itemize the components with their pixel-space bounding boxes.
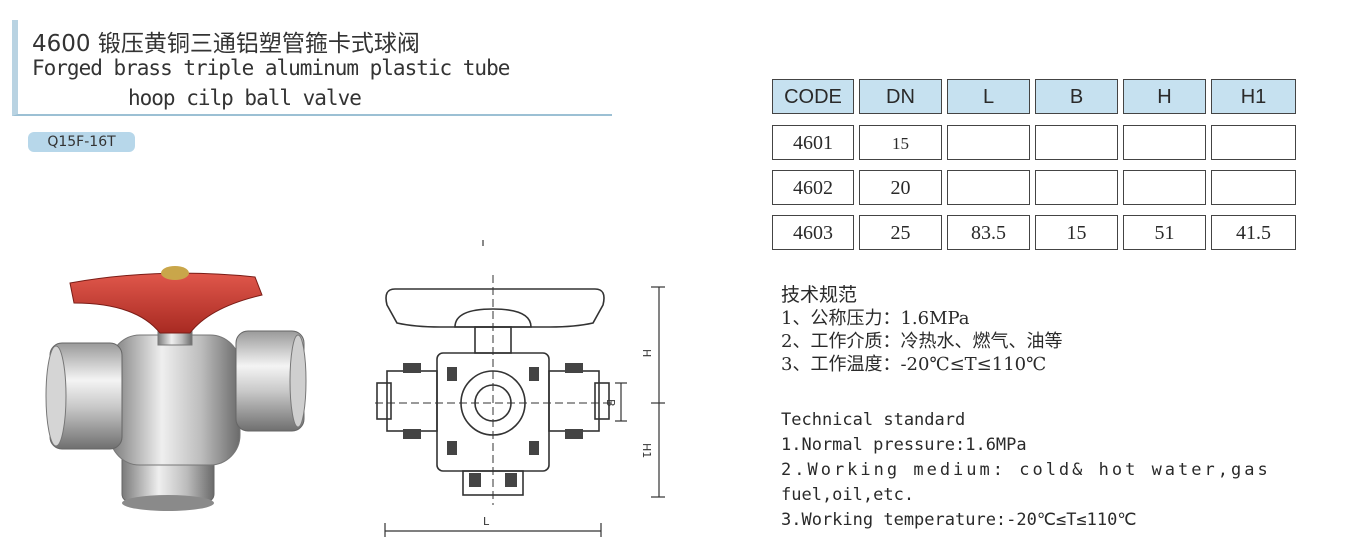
red-handle [69, 266, 263, 334]
spec-cn-item-2: 2、工作介质：冷热水、燃气、油等 [781, 331, 1063, 352]
left-nut [45, 342, 123, 450]
stray-mark [482, 240, 484, 246]
drawing-stem-cap [454, 308, 532, 328]
valve-body [109, 334, 241, 466]
row2-h [1123, 170, 1206, 205]
row2-dn: 20 [859, 170, 942, 205]
dim-label-b: B [604, 399, 617, 407]
header-h: H [1123, 79, 1206, 114]
row3-l: 83.5 [947, 215, 1030, 250]
spec-cn-heading: 技术规范 [781, 284, 858, 306]
row2-l [947, 170, 1030, 205]
drawing-left-port [386, 370, 438, 432]
header-h1: H1 [1211, 79, 1296, 114]
dim-label-l: L [483, 515, 490, 528]
drawing-right-pipe [594, 382, 610, 420]
spec-en-item-2-cont: fuel,oil,etc. [781, 485, 915, 505]
drawing-left-pipe [376, 382, 392, 420]
row2-code: 4602 [772, 170, 854, 205]
dim-label-h1: H1 [640, 443, 653, 458]
title-chinese: 4600 锻压黄铜三通铝塑管箍卡式球阀 [32, 31, 420, 57]
row3-dn: 25 [859, 215, 942, 250]
row1-dn: 15 [859, 125, 942, 160]
right-nut [235, 330, 307, 432]
spec-en-item-3: 3.Working temperature:-20℃≤T≤110℃ [781, 510, 1137, 530]
spec-en-heading: Technical standard [781, 410, 966, 430]
title-english-line2: hoop cilp ball valve [128, 86, 362, 110]
row3-b: 15 [1035, 215, 1118, 250]
row3-code: 4603 [772, 215, 854, 250]
header-l: L [947, 79, 1030, 114]
drawing-right-port [548, 370, 600, 432]
drawing-hatching [403, 363, 583, 487]
row1-l [947, 125, 1030, 160]
row1-h1 [1211, 125, 1296, 160]
spec-en-item-2: 2.Working medium: cold& hot water,gas [781, 460, 1271, 480]
valve-photo [45, 266, 307, 511]
spec-cn-item-1: 1、公称压力：1.6MPa [781, 308, 970, 329]
row3-h: 51 [1123, 215, 1206, 250]
header-dn: DN [859, 79, 942, 114]
spec-english: Technical standard 1.Normal pressure:1.6… [781, 408, 1271, 533]
spec-en-item-1: 1.Normal pressure:1.6MPa [781, 435, 1027, 455]
drawing-handle [385, 288, 605, 328]
spec-chinese: 技术规范 1、公称压力：1.6MPa 2、工作介质：冷热水、燃气、油等 3、工作… [781, 284, 1062, 376]
row1-h [1123, 125, 1206, 160]
model-badge: Q15F-16T [28, 132, 135, 152]
spec-cn-item-3: 3、工作温度：-20℃≤T≤110℃ [781, 354, 1047, 375]
row2-h1 [1211, 170, 1296, 205]
technical-drawing: H B H1 L [375, 275, 665, 537]
dim-label-h: H [640, 349, 653, 357]
header-code: CODE [772, 79, 854, 114]
row1-code: 4601 [772, 125, 854, 160]
row2-b [1035, 170, 1118, 205]
row1-b [1035, 125, 1118, 160]
title-english-line1: Forged brass triple aluminum plastic tub… [32, 56, 510, 80]
title-block: 4600 锻压黄铜三通铝塑管箍卡式球阀 Forged brass triple … [12, 20, 612, 116]
row3-h1: 41.5 [1211, 215, 1296, 250]
header-b: B [1035, 79, 1118, 114]
